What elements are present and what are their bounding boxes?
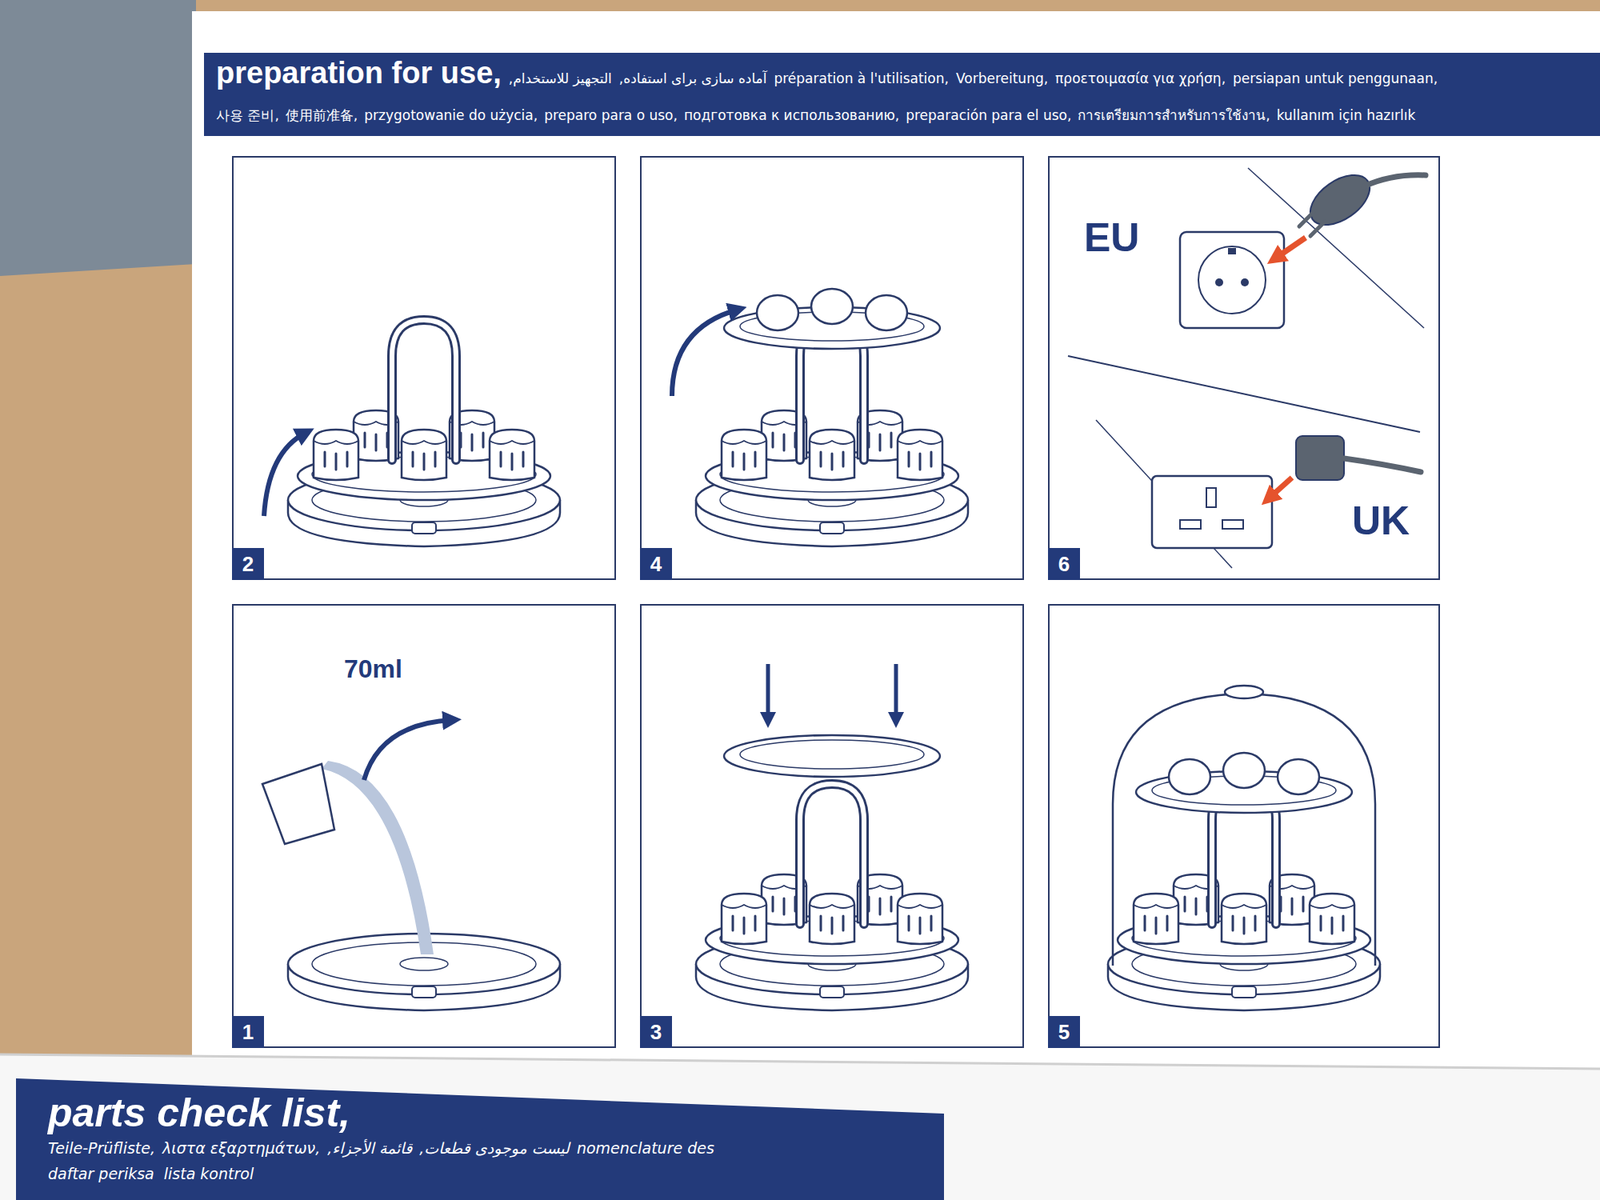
translated-heading: préparation à l'utilisation,	[773, 70, 949, 87]
text-row: 사용 준비, 使用前准备, przygotowanie do użycia, prep…	[216, 104, 1592, 132]
translated-heading: lista kontrol	[164, 1164, 254, 1183]
plug-region-label: UK	[1352, 497, 1410, 544]
translated-heading: persiapan untuk penggunaan,	[1232, 70, 1438, 87]
translated-heading: kullanım için hazırlık	[1276, 107, 1416, 124]
step-4-illustration	[672, 288, 968, 547]
translated-heading: قائمة الأجزاء,	[327, 1139, 412, 1157]
water-stream	[321, 760, 434, 955]
step-number: 6	[1058, 552, 1070, 577]
text-row: EU	[1084, 214, 1204, 263]
eu-plug	[1301, 164, 1379, 235]
eu-cable	[1364, 175, 1426, 187]
step-5-illustration	[1108, 685, 1380, 1011]
text-row: parts check list,	[48, 1089, 608, 1136]
step-6-illustration	[1068, 164, 1426, 568]
translated-heading: προετοιμασία για χρήση,	[1055, 70, 1226, 87]
translated-heading: Vorbereitung,	[956, 70, 1048, 87]
section-title: parts check list,	[48, 1089, 351, 1136]
divider-line	[1068, 356, 1420, 432]
uk-socket	[1152, 476, 1272, 548]
step-tab: 2	[232, 548, 264, 580]
eu-socket-hole	[1215, 278, 1224, 287]
step-tab: 3	[640, 1016, 672, 1048]
page-fold	[0, 1054, 1600, 1069]
translated-heading: nomenclature des	[576, 1139, 715, 1157]
text-row: UK	[1352, 497, 1440, 546]
instruction-panel: 4	[640, 156, 1024, 580]
plug-in-arrow	[1275, 237, 1306, 259]
translated-heading: التجهيز للاستخدام,	[508, 70, 612, 87]
place-arrow	[766, 664, 771, 720]
step-2-illustration	[264, 320, 560, 547]
translated-heading: przygotowanie do użycia,	[364, 107, 538, 124]
poaching-tray-lifted	[724, 735, 940, 777]
plug-in-arrow	[1268, 477, 1292, 499]
lid-dome	[1112, 693, 1376, 966]
instruction-panel: 3	[640, 604, 1024, 1048]
lid-knob	[1224, 685, 1264, 699]
translated-heading: 사용 준비,	[216, 106, 280, 125]
footer-band	[16, 1078, 944, 1200]
uk-socket-slot	[1222, 520, 1244, 529]
step-number: 1	[242, 1020, 254, 1045]
uk-socket-slot	[1180, 520, 1201, 529]
translated-heading: Teile-Prüfliste,	[48, 1139, 156, 1157]
eggs	[756, 288, 908, 331]
translated-heading: 使用前准备,	[285, 106, 358, 125]
instruction-panel: 5	[1048, 604, 1440, 1048]
pour-arrow	[364, 720, 452, 780]
step-tab: 5	[1048, 1016, 1080, 1048]
text-row: preparation for use, التجهيز للاستخدام, آم…	[216, 56, 1592, 103]
eu-socket-face	[1198, 246, 1266, 314]
instruction-panel: 2	[232, 156, 616, 580]
instruction-panel: 1	[232, 604, 616, 1048]
step-tab: 6	[1048, 548, 1080, 580]
egg-tray	[297, 320, 551, 500]
translated-heading: لیست موجودی قطعات,	[419, 1139, 570, 1157]
insert-arrow	[264, 432, 306, 516]
eu-socket-hole	[1240, 278, 1249, 287]
egg-tray	[705, 784, 959, 964]
translated-heading: آماده سازی برای استفاده,	[619, 70, 768, 87]
text-row: Teile-Prüfliste, λιστα εξαρτημάτων, قائمة …	[48, 1139, 928, 1162]
eu-earth-clip	[1228, 248, 1236, 255]
text-row: 70ml	[344, 654, 504, 690]
place-arrow	[894, 664, 899, 720]
poaching-tray	[724, 735, 940, 777]
step-number: 5	[1058, 1020, 1070, 1045]
measuring-cup	[262, 764, 335, 844]
paper-sheet	[192, 11, 1600, 1076]
step-1-illustration	[262, 720, 560, 1011]
translated-heading: preparo para o uso,	[544, 107, 678, 124]
egg-arrow	[672, 309, 738, 396]
translated-heading: daftar periksa	[48, 1164, 155, 1183]
step-number: 2	[242, 552, 254, 577]
translated-heading: λιστα εξαρτημάτων,	[162, 1139, 320, 1157]
section-title: preparation for use,	[216, 56, 502, 91]
uk-socket-slot	[1206, 488, 1216, 508]
step-3-illustration	[696, 664, 968, 1011]
translated-heading: подготовка к использованию,	[684, 107, 900, 124]
step-tab: 1	[232, 1016, 264, 1048]
heading-band	[204, 52, 1600, 136]
volume-label: 70ml	[344, 654, 403, 684]
lower-page	[0, 1054, 1600, 1200]
eu-socket	[1180, 232, 1284, 328]
translated-heading: การเตรียมการสำหรับการใช้งาน,	[1077, 104, 1270, 126]
step-tab: 4	[640, 548, 672, 580]
step-number: 4	[650, 552, 662, 577]
translated-heading: preparación para el uso,	[905, 107, 1072, 124]
eu-plug-pins	[1299, 212, 1325, 236]
text-row: daftar periksa lista kontrol	[48, 1164, 928, 1188]
desk	[0, 0, 196, 276]
eggs	[1168, 752, 1320, 795]
uk-cable	[1344, 458, 1421, 472]
plug-region-label: EU	[1084, 214, 1140, 261]
step-number: 3	[650, 1020, 662, 1045]
uk-plug	[1296, 436, 1344, 480]
